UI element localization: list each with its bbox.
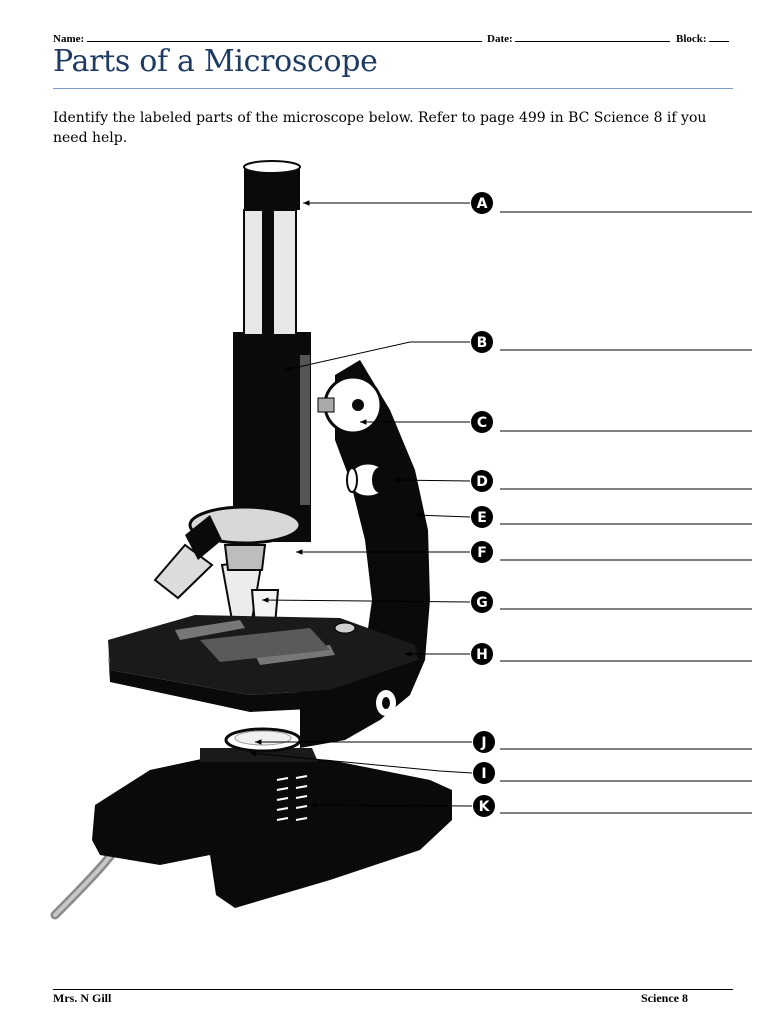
label-letter: H <box>476 647 488 663</box>
footer-course: Science 8 <box>641 991 688 1005</box>
label-letter: E <box>477 510 487 526</box>
label-badge <box>471 331 493 353</box>
callout-j: J <box>255 731 752 753</box>
label-badge <box>471 591 493 613</box>
footer-divider <box>53 989 733 990</box>
label-letter: C <box>477 415 487 431</box>
callout-k: K <box>309 795 752 817</box>
microscope-diagram: A B C D E F G H JI K <box>50 160 752 920</box>
footer-author: Mrs. N Gill <box>53 991 112 1005</box>
arrowhead <box>303 200 310 206</box>
arrowhead <box>393 477 400 483</box>
callout-a: A <box>303 192 752 214</box>
arrowhead <box>296 549 303 555</box>
leader-line <box>284 341 470 371</box>
arrowhead <box>415 512 422 518</box>
title-divider <box>53 88 733 89</box>
label-badge <box>473 731 495 753</box>
name-blank[interactable] <box>86 31 482 42</box>
leader-line <box>414 514 471 518</box>
label-letter: K <box>479 799 491 815</box>
callout-c: C <box>360 411 752 433</box>
callout-f: F <box>296 541 752 563</box>
label-badge <box>471 411 493 433</box>
instructions-text: Identify the labeled parts of the micros… <box>53 110 707 146</box>
callout-h: H <box>405 643 752 665</box>
leader-line <box>249 752 473 774</box>
label-badge <box>471 506 493 528</box>
label-letter: F <box>477 545 487 561</box>
label-letter: G <box>476 595 488 611</box>
name-field: Name: <box>53 31 482 45</box>
microscope-illustration <box>50 160 452 920</box>
callout-i: I <box>249 750 752 784</box>
label-letter: A <box>477 196 488 212</box>
label-badge <box>473 762 495 784</box>
arrowhead <box>310 802 317 808</box>
callout-d: D <box>392 470 752 492</box>
arrowhead <box>255 739 262 745</box>
date-label: Date: <box>487 33 513 45</box>
label-layer: A B C D E F G H JI K <box>249 192 752 817</box>
block-label: Block: <box>676 33 707 45</box>
leader-line <box>309 804 473 807</box>
arrowhead <box>360 419 367 425</box>
label-badge <box>473 795 495 817</box>
label-letter: B <box>477 335 488 351</box>
leader-line <box>261 599 471 603</box>
arrowhead <box>405 651 412 657</box>
label-badge <box>471 541 493 563</box>
block-field: Block: <box>676 31 730 45</box>
callout-g: G <box>261 591 752 613</box>
label-letter: J <box>480 735 486 751</box>
label-badge <box>471 470 493 492</box>
block-blank[interactable] <box>709 31 730 42</box>
arrowhead <box>250 750 257 757</box>
callout-b: B <box>284 331 752 372</box>
label-letter: I <box>481 766 486 782</box>
page-title: Parts of a Microscope <box>53 44 378 79</box>
label-letter: D <box>476 474 488 490</box>
label-badge <box>471 192 493 214</box>
date-blank[interactable] <box>515 31 671 42</box>
arrowhead <box>262 597 269 603</box>
date-field: Date: <box>487 31 671 45</box>
arrowhead <box>285 365 292 372</box>
name-label: Name: <box>53 33 85 45</box>
leader-line <box>392 479 471 482</box>
label-badge <box>471 643 493 665</box>
callout-e: E <box>414 506 752 528</box>
